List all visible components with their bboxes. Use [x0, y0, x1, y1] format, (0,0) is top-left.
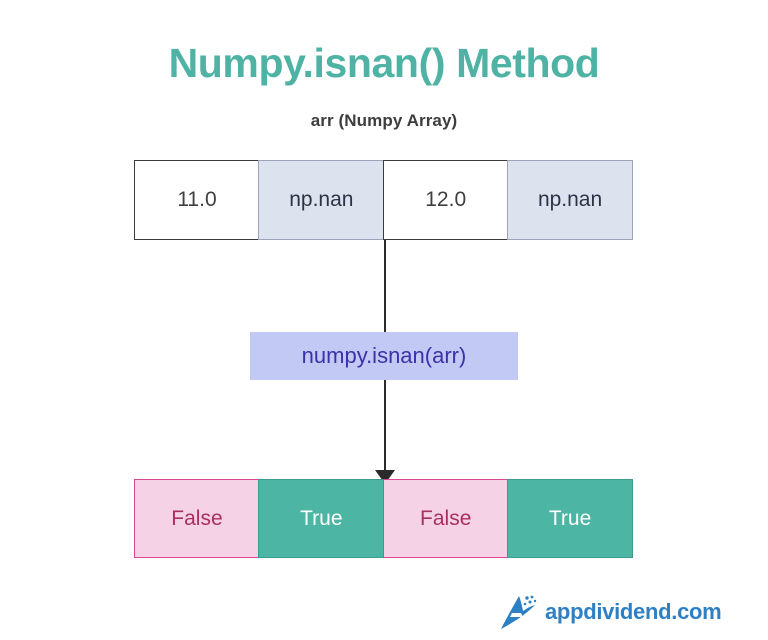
input-cell-2: 12.0 [382, 160, 509, 240]
result-cell-0: False [134, 479, 260, 558]
function-call-box: numpy.isnan(arr) [250, 332, 518, 380]
input-array-label: arr (Numpy Array) [310, 111, 458, 130]
result-cell-3: True [507, 479, 634, 558]
input-cell-0: 11.0 [134, 160, 260, 240]
footer-branding: appdividend.com [497, 592, 722, 632]
input-array-row: 11.0 np.nan 12.0 np.nan [134, 160, 634, 240]
input-cell-1: np.nan [258, 160, 385, 240]
brand-name: appdividend.com [545, 599, 722, 624]
connector-line-top [384, 240, 386, 332]
page-title: Numpy.isnan() Method [168, 40, 600, 86]
result-array-row: False True False True [134, 479, 634, 558]
connector-line-bottom [384, 380, 386, 472]
result-cell-1: True [258, 479, 385, 558]
appdividend-logo-icon [497, 593, 539, 631]
input-cell-3: np.nan [507, 160, 634, 240]
result-cell-2: False [382, 479, 509, 558]
